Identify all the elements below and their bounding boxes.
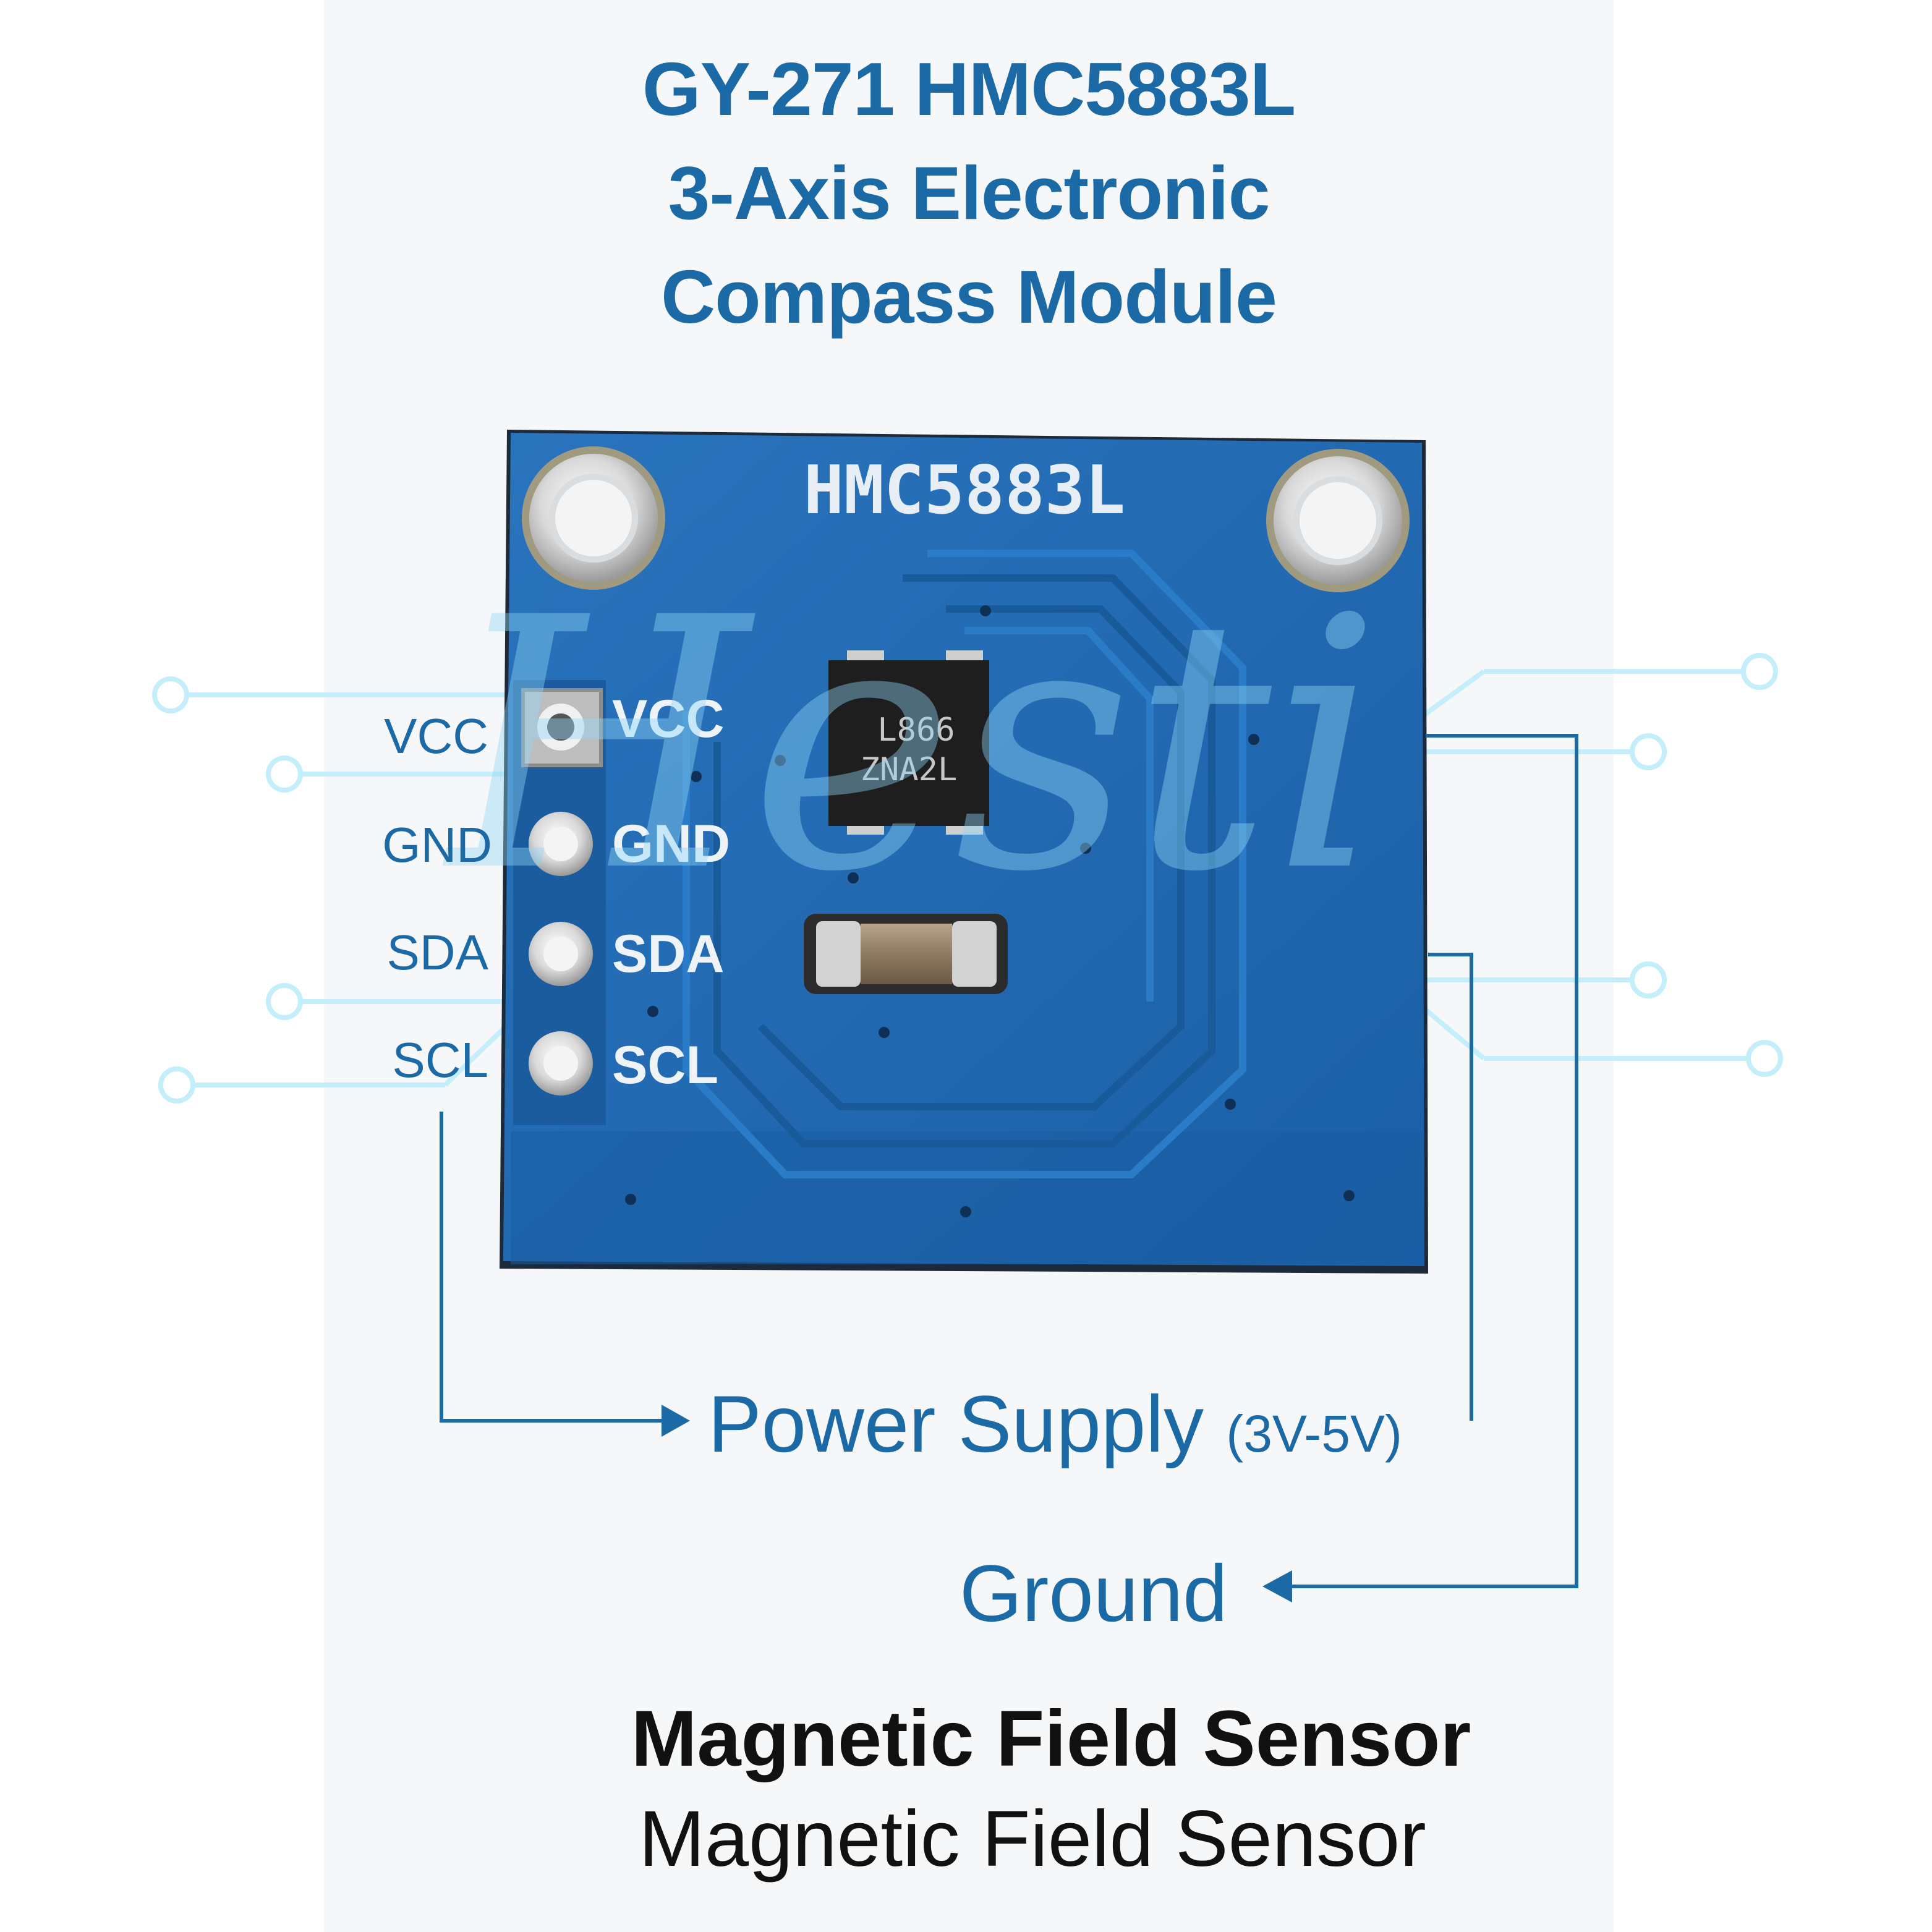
outer-label-scl: SCL — [392, 1032, 488, 1087]
power-range-label: (3V-5V) — [1226, 1405, 1402, 1463]
outer-label-sda: SDA — [387, 925, 489, 980]
hmc5883l-chip: L866 ZNA2L — [828, 650, 989, 835]
outer-label-gnd: GND — [382, 817, 492, 872]
sensor-caption: Magnetic Field Sensor — [639, 1795, 1426, 1883]
pcb-vias — [625, 605, 1355, 1217]
title-line-2: 3-Axis Electronic — [668, 151, 1270, 235]
power-supply-callout: Power Supply (3V-5V) — [708, 1377, 1402, 1480]
pin-label-vcc: VCC — [612, 689, 725, 749]
sensor-caption-bold: Magnetic Field Sensor — [631, 1695, 1471, 1783]
smd-capacitor — [804, 914, 1008, 994]
board-silkscreen: HMC5883L — [804, 452, 1125, 529]
trace-pattern — [683, 550, 1246, 1178]
callout-lines — [440, 734, 1578, 1588]
ground-arrow-icon — [1262, 1570, 1292, 1602]
title-line-1: GY-271 HMC5883L — [642, 47, 1296, 131]
power-supply-label: Power Supply — [708, 1379, 1204, 1469]
ground-label: Ground — [960, 1548, 1228, 1638]
pin-header — [513, 680, 606, 1125]
title-line-3: Compass Module — [660, 255, 1277, 339]
pin-label-sda: SDA — [612, 924, 725, 984]
chip-marking-line-2: ZNA2L — [861, 751, 958, 788]
pin-label-scl: SCL — [612, 1036, 718, 1095]
watermark-text: Hesti — [443, 545, 1382, 948]
chip-marking-line-1: L866 — [877, 712, 955, 749]
product-title: GY-271 HMC5883L 3-Axis Electronic Compas… — [324, 37, 1614, 349]
mounting-hole-right — [1266, 449, 1410, 592]
power-arrow-icon — [662, 1405, 690, 1437]
pin-label-gnd: GND — [612, 814, 730, 874]
mounting-hole-left — [522, 446, 665, 590]
outer-label-vcc: VCC — [384, 709, 488, 764]
